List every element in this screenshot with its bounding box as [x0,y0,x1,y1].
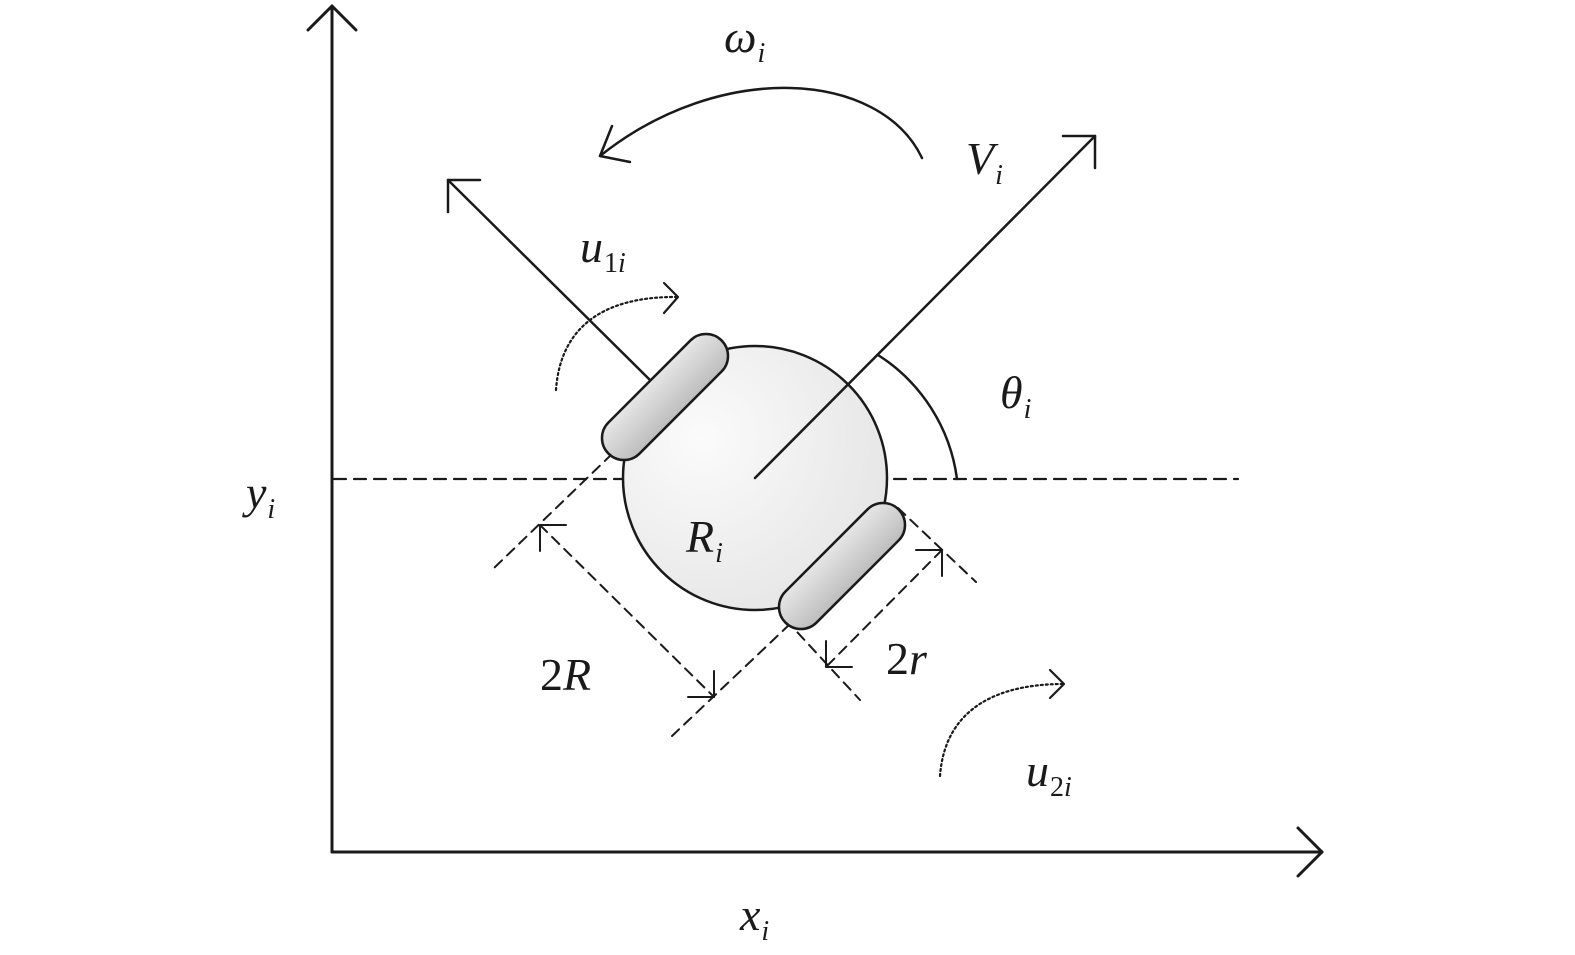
x-axis-arrowhead [1296,826,1324,878]
dim-2R-line [539,524,715,698]
omega-rotation-arrow [598,86,924,160]
omega-label: ωi [724,11,766,69]
u2-rotation-arrow [938,682,1066,778]
u2-label: u2i [1026,745,1072,803]
velocity-label: Vi [966,133,1003,191]
theta-angle-arc [876,353,959,481]
y-axis-arrowhead [306,4,358,32]
y-axis-label: yi [246,467,276,525]
dim-2r-extension-outer [897,507,977,583]
x-axis-label: xi [740,889,770,947]
dim-2r-label: 2r [886,633,927,684]
dim-2R-arrowhead-lower [687,670,715,698]
dim-2R-extension-upper [493,453,613,569]
u1-rotation-arrow [554,295,680,392]
velocity-vector [753,134,1097,480]
dim-2r-arrowhead-outer [915,549,943,577]
dim-2r-arrowhead-inner [825,640,853,668]
u1-arrowhead [662,281,680,315]
velocity-arrowhead [1061,134,1097,170]
u2-arrowhead [1048,668,1066,700]
dim-2R-extension-lower [671,623,791,737]
u1-label: u1i [580,221,626,279]
wheel-axis-arrowhead [446,178,482,214]
omega-arrowhead [598,124,632,164]
dim-2R-arrowhead-upper [539,524,567,552]
dim-2R-label: 2R [540,649,592,700]
radius-label: Ri [686,511,723,569]
dim-2r-line [825,549,943,668]
theta-label: θi [1000,367,1032,425]
wheel-axis-vector [446,178,654,384]
right-wheel [777,501,907,631]
dim-2r-extension-inner [785,619,861,701]
left-wheel [600,332,730,462]
